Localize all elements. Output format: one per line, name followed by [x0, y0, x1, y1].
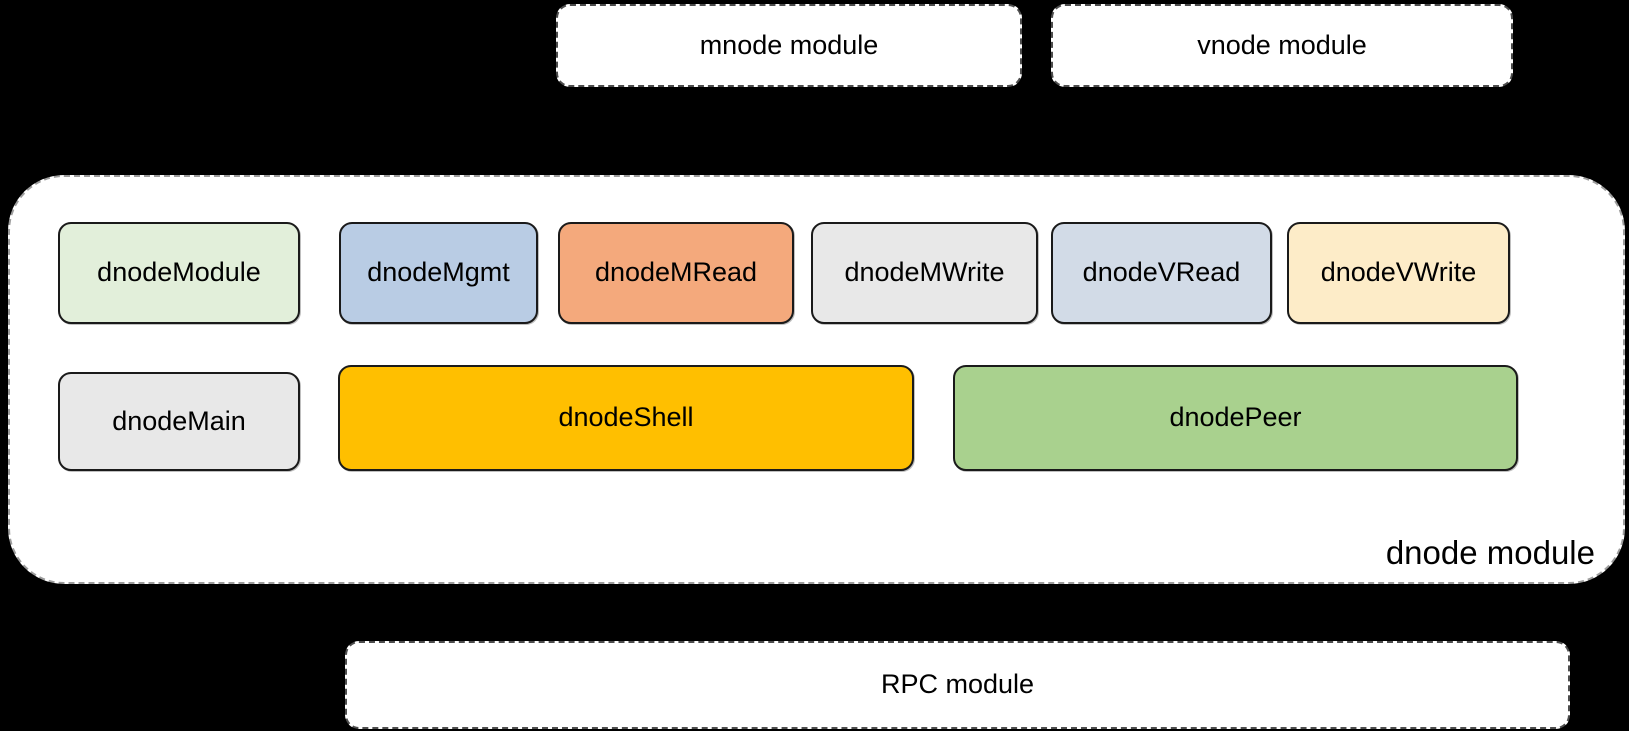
dnode-module-label: dnode module: [1385, 534, 1595, 571]
component-label-dnode-peer: dnodePeer: [1169, 402, 1302, 433]
mnode-module-label: mnode module: [699, 29, 879, 60]
component-label-dnode-mread: dnodeMRead: [594, 257, 758, 288]
component-label-dnode-mgmt: dnodeMgmt: [367, 257, 510, 288]
component-label-dnode-main: dnodeMain: [112, 405, 246, 436]
component-label-dnode-vread: dnodeVRead: [1082, 257, 1241, 288]
component-dnode-mwrite[interactable]: dnodeMWrite: [811, 222, 1038, 324]
vnode-module-label: vnode module: [1197, 29, 1367, 60]
component-dnode-module[interactable]: dnodeModule: [58, 222, 300, 324]
component-dnode-mgmt[interactable]: dnodeMgmt: [339, 222, 538, 324]
component-dnode-main[interactable]: dnodeMain: [58, 372, 300, 471]
mnode-module-box[interactable]: mnode module: [556, 4, 1022, 87]
component-dnode-mread[interactable]: dnodeMRead: [558, 222, 794, 324]
component-dnode-vread[interactable]: dnodeVRead: [1051, 222, 1272, 324]
component-dnode-vwrite[interactable]: dnodeVWrite: [1287, 222, 1510, 324]
rpc-module-label: RPC module: [880, 669, 1035, 700]
dnode-module-container[interactable]: dnodeModule dnodeMgmt dnodeMRead dnodeMW…: [8, 175, 1625, 584]
component-dnode-shell[interactable]: dnodeShell: [338, 365, 914, 471]
component-label-dnode-module: dnodeModule: [97, 257, 261, 288]
component-label-dnode-vwrite: dnodeVWrite: [1320, 257, 1477, 288]
vnode-module-box[interactable]: vnode module: [1051, 4, 1513, 87]
component-label-dnode-mwrite: dnodeMWrite: [844, 257, 1005, 288]
rpc-module-box[interactable]: RPC module: [345, 641, 1570, 729]
component-label-dnode-shell: dnodeShell: [558, 402, 694, 433]
component-dnode-peer[interactable]: dnodePeer: [953, 365, 1518, 471]
